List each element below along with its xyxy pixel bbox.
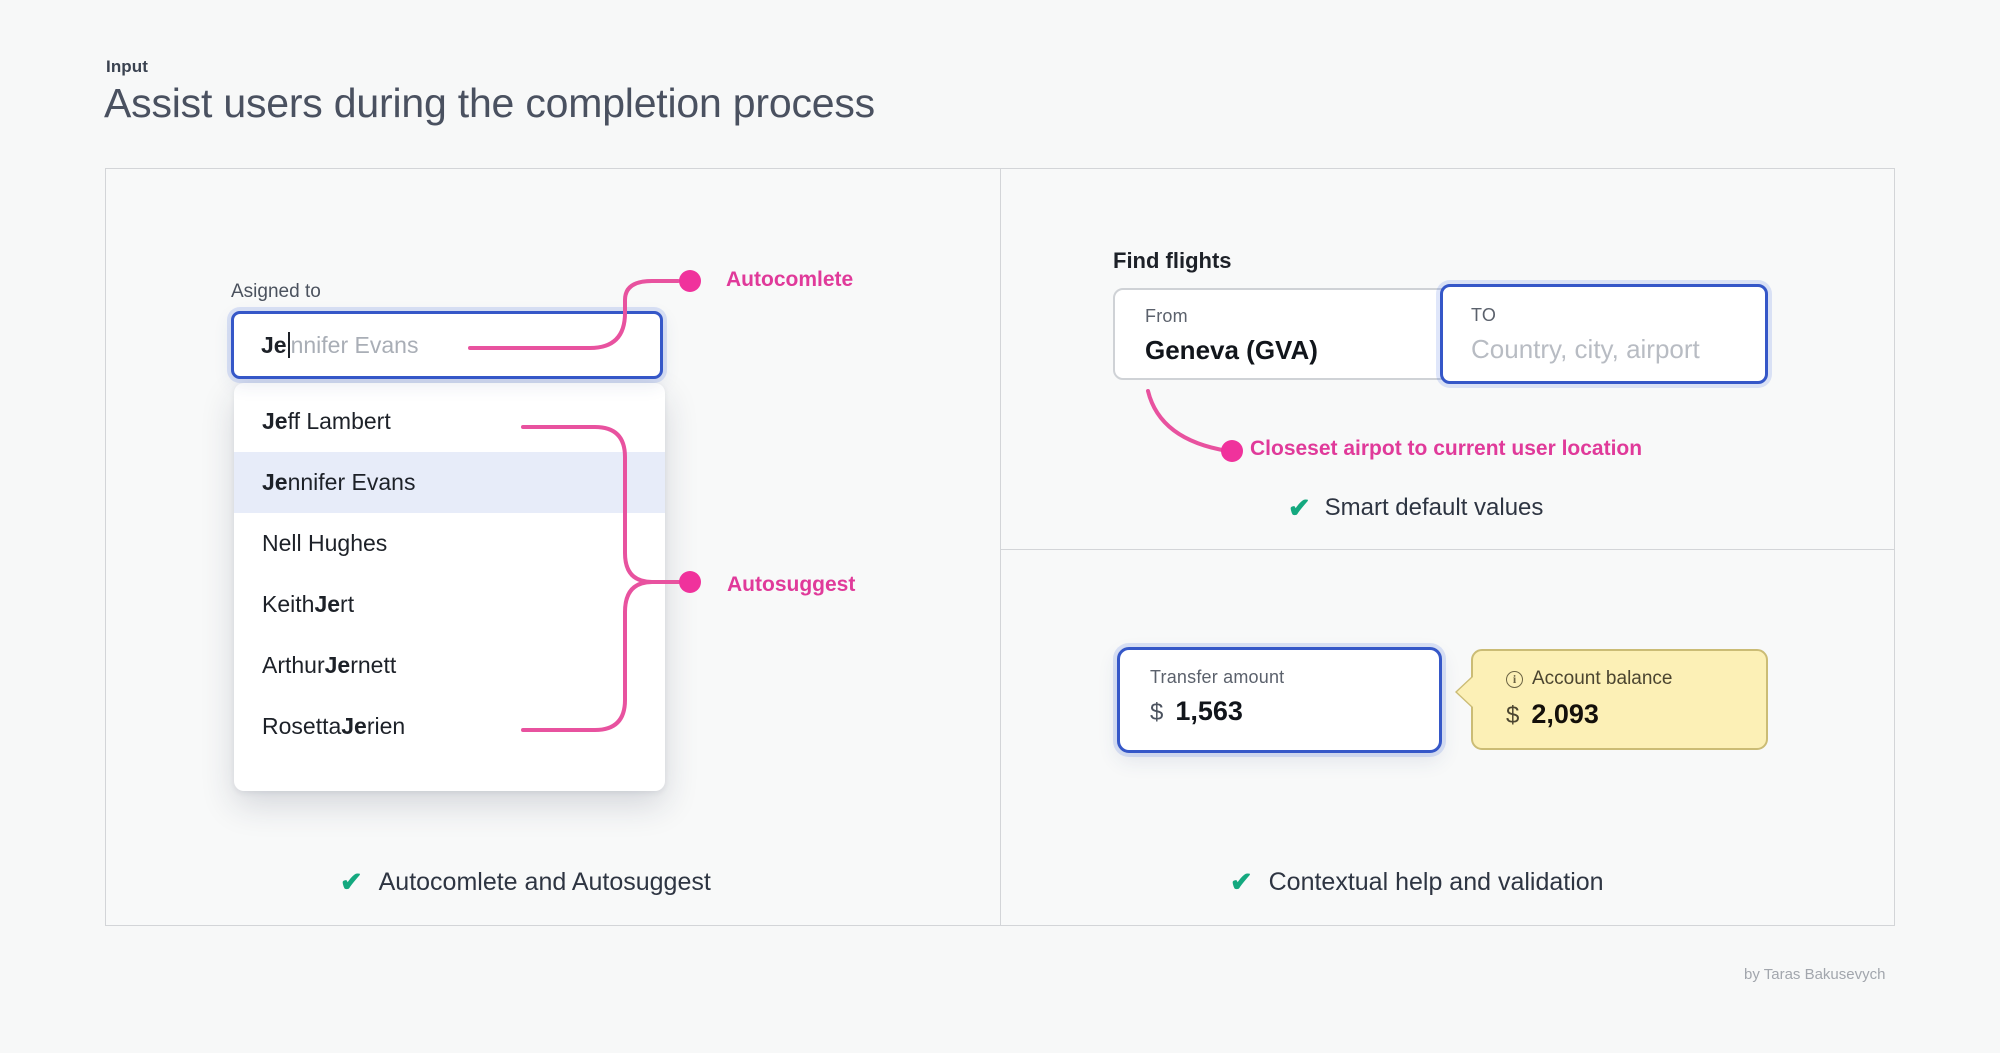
- transfer-amount-label: Transfer amount: [1150, 667, 1285, 687]
- transfer-amount-row: $ 1,563: [1150, 696, 1439, 727]
- to-field[interactable]: TO Country, city, airport: [1440, 284, 1768, 384]
- vertical-divider: [1000, 168, 1001, 926]
- input-typed-text: Je: [261, 331, 287, 358]
- suggestion-match: Je: [262, 408, 288, 434]
- caption-right-label: Contextual help and validation: [1268, 868, 1604, 896]
- suggestion-rest: Nell Hughes: [262, 530, 388, 556]
- check-icon: ✔: [340, 867, 363, 897]
- to-label: TO: [1471, 305, 1497, 325]
- suggestion-prefix: Keith: [262, 591, 315, 617]
- suggestion-rest: ff Lambert: [287, 408, 391, 434]
- tooltip-arrow-icon: [1457, 677, 1473, 707]
- from-value: Geneva (GVA): [1145, 335, 1318, 365]
- page-title: Assist users during the completion proce…: [104, 80, 875, 126]
- check-icon: ✔: [1230, 867, 1253, 897]
- caption-smart-label: Smart default values: [1324, 494, 1544, 521]
- caption-left: ✔ Autocomlete and Autosuggest: [340, 868, 711, 897]
- horizontal-divider: [1000, 549, 1895, 550]
- suggestion-rest: rt: [340, 591, 355, 617]
- assigned-to-input[interactable]: Je nnifer Evans: [231, 311, 663, 379]
- suggestion-match: Je: [262, 469, 288, 495]
- page-eyebrow: Input: [106, 57, 149, 76]
- caption-smart-defaults: ✔ Smart default values: [1288, 494, 1543, 522]
- transfer-amount-field[interactable]: Transfer amount $ 1,563: [1117, 647, 1442, 753]
- suggestion-prefix: Arthur: [262, 652, 325, 678]
- suggestion-match: Je: [314, 591, 341, 617]
- find-flights-title: Find flights: [1113, 248, 1232, 273]
- annotation-autocomplete: Autocomlete: [726, 268, 854, 291]
- input-ghost-text: nnifer Evans: [290, 331, 419, 358]
- account-balance-label: Account balance: [1532, 668, 1673, 689]
- from-label: From: [1145, 306, 1188, 326]
- check-icon: ✔: [1288, 492, 1311, 523]
- transfer-currency-symbol: $: [1150, 699, 1164, 726]
- flight-search-group: From Geneva (GVA) TO Country, city, airp…: [1113, 284, 1768, 384]
- suggestion-match: Je: [341, 713, 367, 739]
- account-balance-row: $ 2,093: [1506, 699, 1766, 730]
- to-placeholder: Country, city, airport: [1471, 334, 1700, 364]
- info-icon: i: [1506, 670, 1523, 688]
- balance-amount-value: 2,093: [1531, 699, 1599, 729]
- suggestion-prefix: Rosetta: [262, 713, 342, 739]
- transfer-amount-value: 1,563: [1175, 696, 1243, 726]
- footer-credit: by Taras Bakusevych: [1744, 966, 1886, 983]
- balance-currency-symbol: $: [1506, 702, 1520, 729]
- annotation-closest-airport: Closeset airpot to current user location: [1250, 437, 1643, 460]
- text-caret-icon: [287, 332, 290, 358]
- annotation-autosuggest: Autosuggest: [727, 573, 856, 596]
- assigned-to-label: Asigned to: [231, 281, 321, 302]
- suggestion-rest: nnifer Evans: [287, 469, 416, 495]
- account-balance-header: i Account balance: [1506, 668, 1766, 690]
- suggestion-rest: rnett: [350, 652, 397, 678]
- suggestion-match: Je: [324, 652, 351, 678]
- caption-left-label: Autocomlete and Autosuggest: [378, 868, 711, 896]
- account-balance-tooltip: i Account balance $ 2,093: [1457, 649, 1768, 750]
- caption-right: ✔ Contextual help and validation: [1230, 868, 1604, 897]
- suggestion-item[interactable]: Nell Hughes: [234, 513, 665, 574]
- suggestion-rest: rien: [366, 713, 406, 739]
